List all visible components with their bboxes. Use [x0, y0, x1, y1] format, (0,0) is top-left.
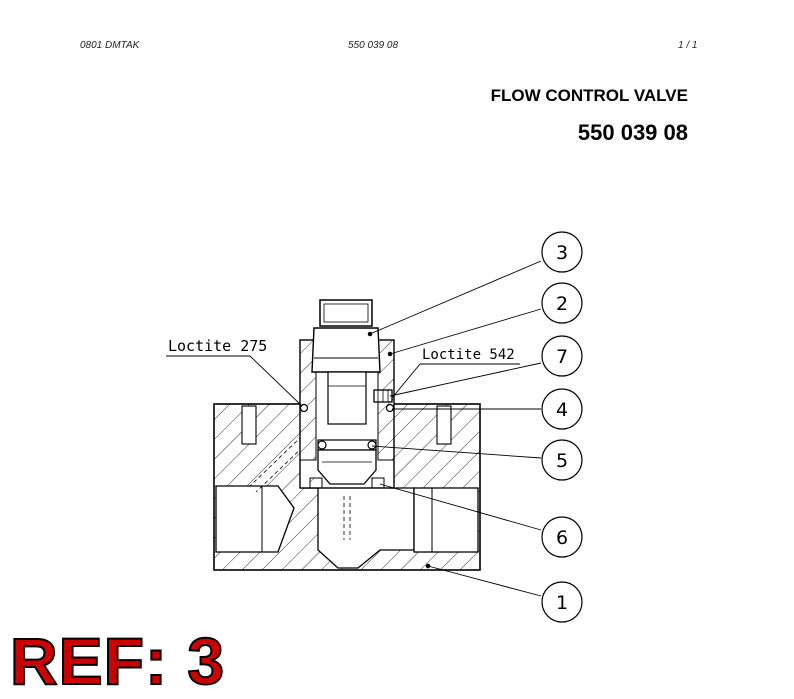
header-left-text: 0801 DMTAK	[80, 40, 140, 51]
drawing-title: FLOW CONTROL VALVE	[490, 86, 688, 105]
callout-number: 2	[556, 293, 568, 315]
callout-number: 5	[556, 450, 568, 472]
callout-number: 1	[556, 592, 568, 614]
loctite-275-label: Loctite 275	[168, 337, 267, 355]
callout-balloon	[541, 231, 583, 273]
callout-number: 3	[556, 242, 568, 264]
callout-number: 7	[556, 346, 568, 368]
callout-balloons	[541, 231, 583, 623]
callout-number: 4	[556, 399, 568, 421]
callout-balloon	[541, 388, 583, 430]
callout-balloon	[541, 335, 583, 377]
valve-cartridge	[299, 299, 395, 489]
callout-balloon	[541, 439, 583, 481]
leader-lines	[166, 260, 542, 597]
header-page-number: 1 / 1	[678, 40, 698, 51]
header-center-text: 550 039 08	[348, 40, 399, 51]
callout-balloon	[541, 581, 583, 623]
callout-balloon	[541, 516, 583, 558]
drawing-part-number: 550 039 08	[577, 120, 688, 145]
callout-balloon	[541, 282, 583, 324]
ref-label: REF: 3	[9, 624, 226, 698]
callout-number: 6	[556, 527, 568, 549]
loctite-542-label: Loctite 542	[422, 347, 515, 363]
